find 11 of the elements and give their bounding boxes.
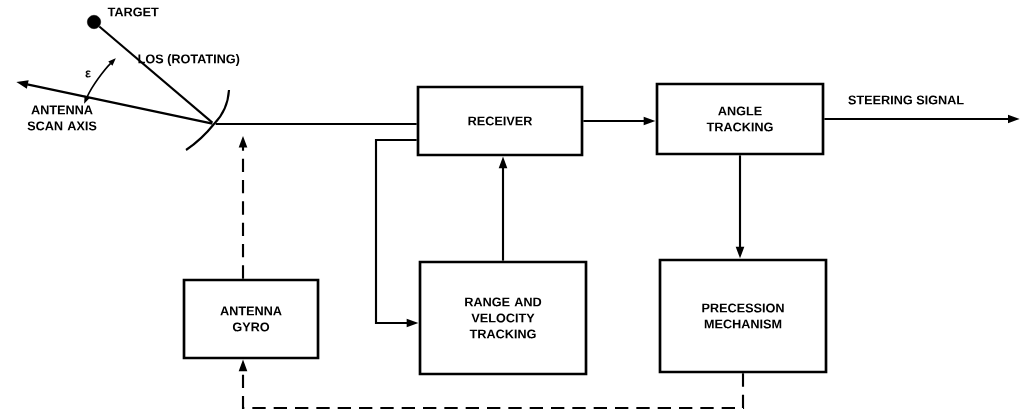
process-box: ANTENNA GYRO — [182, 278, 320, 360]
process-box: PRECESSION MECHANISM — [658, 258, 828, 374]
edge-label: STEERING SIGNAL — [848, 95, 964, 105]
process-box: ANGLE TRACKING — [655, 82, 825, 156]
angle-label: ε — [85, 70, 91, 78]
node-caption: TARGET — [107, 7, 159, 17]
antenna-dish-drawing — [185, 89, 231, 151]
process-box: RANGE AND VELOCITY TRACKING — [418, 260, 588, 376]
edge-label: ANTENNA SCAN AXIS — [27, 105, 97, 131]
edge-label: LOS (ROTATING) — [138, 54, 240, 66]
process-box: RECEIVER — [416, 85, 584, 157]
